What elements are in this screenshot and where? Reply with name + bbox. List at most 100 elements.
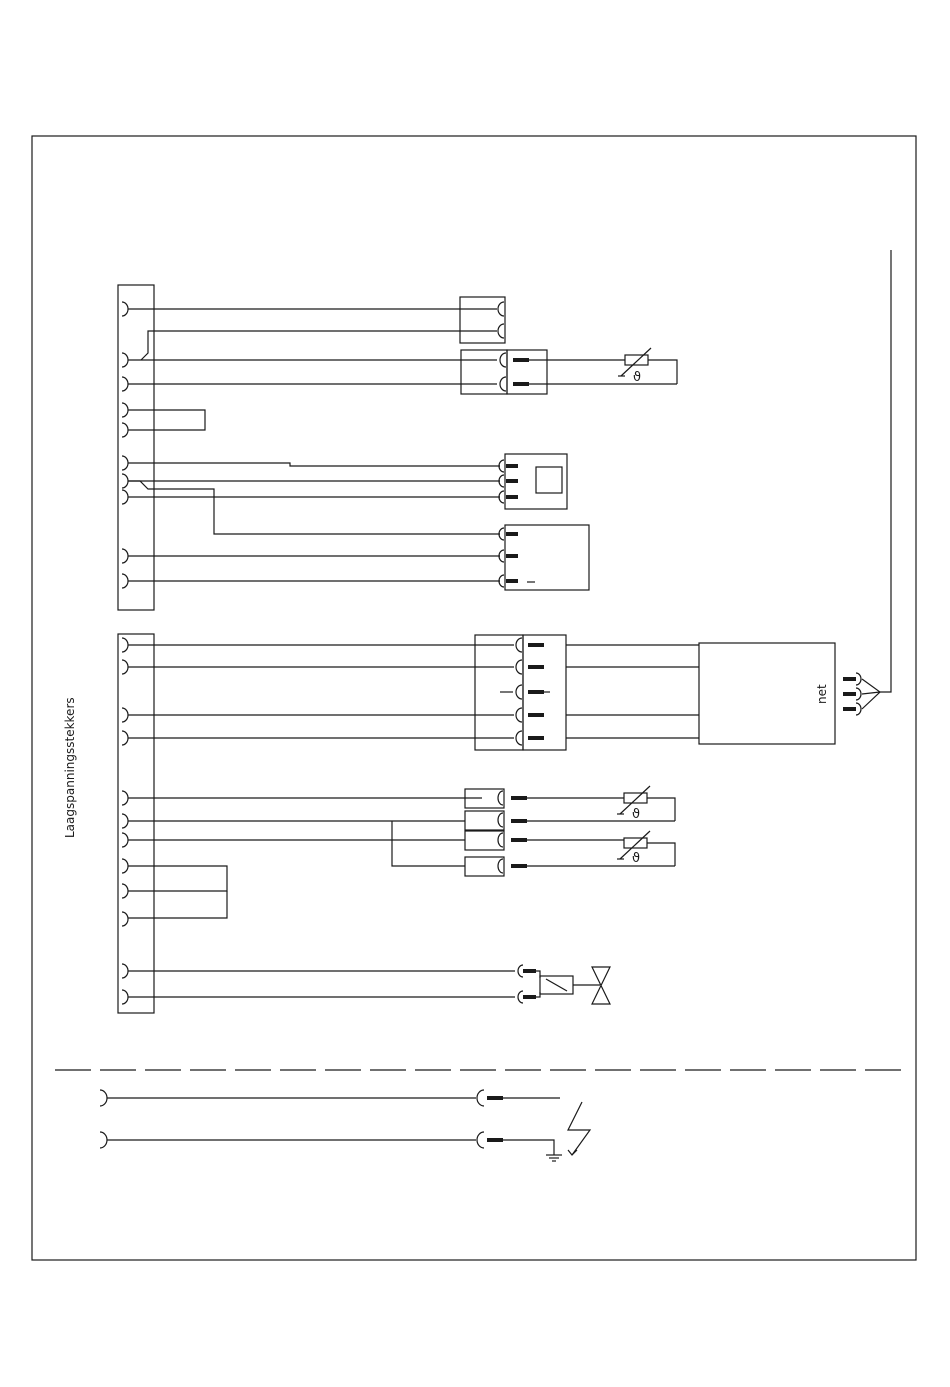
socket [516,638,522,652]
theta-label: ϑ [632,807,640,822]
socket [122,660,128,674]
socket [122,474,128,488]
mains-module: net [699,250,891,744]
pin [511,838,527,842]
module-with-display [499,454,567,509]
socket [498,302,504,316]
pin [528,713,544,717]
socket [122,859,128,873]
mains-supply-wire [880,250,891,692]
socket [122,708,128,722]
socket [498,324,504,338]
pin [528,665,544,669]
mains-wires [128,645,514,738]
pin [506,464,518,468]
socket [516,708,522,722]
socket [856,688,861,700]
thermistor-icon: ϑ [617,831,650,866]
spark-icon [568,1102,590,1155]
wire [862,692,880,694]
pin [513,358,529,362]
socket [516,660,522,674]
mains-label: net [815,684,829,704]
wire [647,798,675,821]
thermistor-icon: ϑ [617,786,650,822]
pin [843,692,856,696]
socket [518,991,523,1003]
upper-wires [128,309,500,581]
socket [122,791,128,805]
socket [477,1132,484,1148]
socket [498,813,503,827]
socket [498,833,503,847]
pin [843,677,856,681]
pin [506,495,518,499]
socket [122,990,128,1004]
ignition-section [100,1090,590,1161]
socket [100,1132,107,1148]
socket [500,377,506,391]
lower-strip-body [118,634,154,1013]
socket [122,377,128,391]
socket [516,731,522,745]
socket [122,574,128,588]
socket [122,833,128,847]
pin [511,819,527,823]
five-pin-connector [475,635,699,750]
socket [122,490,128,504]
wire [392,821,465,866]
pin [511,796,527,800]
wire [503,1140,554,1155]
lower-terminal-strip [118,634,154,1013]
socket [122,731,128,745]
socket [122,403,128,417]
socket [122,912,128,926]
display-square [536,467,562,493]
pin [506,479,518,483]
wire [128,463,500,466]
socket [856,673,861,685]
pin [506,532,518,536]
socket [477,1090,484,1106]
thermistor-icon: ϑ [618,348,651,385]
socket [122,884,128,898]
socket [856,703,861,715]
jumper-wire [128,866,227,891]
pin [528,736,544,740]
resistor [624,793,647,803]
socket [500,353,506,367]
wire [141,331,497,360]
socket [498,791,503,805]
socket [498,859,503,873]
upper-strip-sockets [122,302,128,588]
socket [122,456,128,470]
socket [122,964,128,978]
jumper-wire [128,891,227,918]
module-second [499,525,589,590]
socket [122,353,128,367]
socket [122,302,128,316]
theta-label: ϑ [632,851,640,866]
pin [528,643,544,647]
resistor [625,355,648,365]
pin [506,554,518,558]
socket [122,814,128,828]
pin [843,707,856,711]
diagram-frame [32,136,916,1260]
solenoid-diagonal [546,979,567,991]
pin [511,864,527,868]
socket [122,423,128,437]
pin [528,690,544,694]
socket [122,549,128,563]
wire [647,843,675,866]
connector-body [460,297,505,343]
lower-sensor-plugs: ϑ ϑ [128,786,675,876]
spark-arrowhead [568,1150,577,1155]
pin [523,995,536,999]
pin [487,1096,503,1100]
wire [648,360,677,384]
pin [506,579,518,583]
socket [100,1090,107,1106]
lower-strip-sockets [122,638,128,1004]
